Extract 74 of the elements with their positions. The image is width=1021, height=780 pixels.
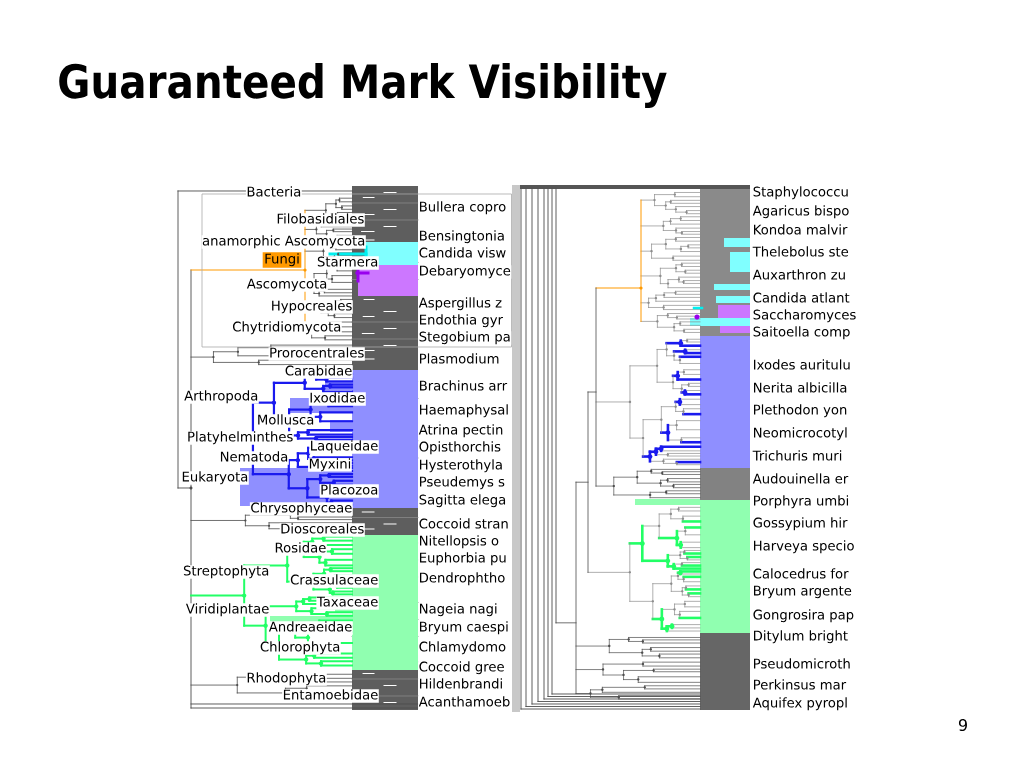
leaf-label: Hildenbrandi xyxy=(418,678,504,692)
leaf-label: Perkinsus mar xyxy=(752,679,847,693)
leaf-label: Saitoella comp xyxy=(752,326,851,340)
leaf-label: Ixodes auritulu xyxy=(752,359,852,373)
leaf-label: Aspergillus z xyxy=(418,297,503,311)
clade-label: Arthropoda xyxy=(183,390,259,404)
clade-label: Rhodophyta xyxy=(245,672,327,686)
leaf-label: Acanthamoeb xyxy=(418,696,511,710)
leaf-label: Endothia gyr xyxy=(418,314,504,328)
leaf-label: Ditylum bright xyxy=(752,630,849,644)
clade-label: Dioscoreales xyxy=(279,523,365,537)
clade-label: Filobasidiales xyxy=(275,213,365,227)
leaf-label: Hysterothyla xyxy=(418,459,504,473)
clade-label: Andreaeidae xyxy=(268,621,353,635)
leaf-label: Neomicrocotyl xyxy=(752,427,849,441)
page-number: 9 xyxy=(958,718,967,732)
clade-label: Viridiplantae xyxy=(185,603,270,617)
clade-label: Prorocentrales xyxy=(268,347,365,361)
leaf-label: Bensingtonia xyxy=(418,230,506,244)
leaf-label: Atrina pectin xyxy=(418,424,504,438)
leaf-label: Agaricus bispo xyxy=(752,205,850,219)
leaf-label: Nerita albicilla xyxy=(752,382,848,396)
clade-label: Bacteria xyxy=(245,186,302,200)
leaf-label: Haemaphysal xyxy=(418,404,510,418)
leaf-label: Coccoid stran xyxy=(418,518,510,532)
leaf-label: Candida atlant xyxy=(752,292,851,306)
leaf-label: Bryum argente xyxy=(752,585,853,599)
title: Guaranteed Mark Visibility xyxy=(59,63,667,108)
leaf-label: Bryum caespi xyxy=(418,621,510,635)
leaf-label: Plethodon yon xyxy=(752,404,848,418)
leaf-label: Staphylococcu xyxy=(752,186,850,200)
clade-label: Rosidae xyxy=(274,542,327,556)
clade-label: Entamoebidae xyxy=(282,689,379,703)
leaf-label: Stegobium pa xyxy=(418,331,512,345)
leaf-label: Nageia nagi xyxy=(418,603,499,617)
clade-label: Ascomycota xyxy=(246,278,328,292)
leaf-label: Kondoa malvir xyxy=(752,224,848,238)
leaf-label: Brachinus arr xyxy=(418,380,508,394)
leaf-label: Porphyra umbi xyxy=(752,495,850,509)
leaf-label: Pseudemys s xyxy=(418,476,506,490)
clade-label: anamorphic Ascomycota xyxy=(201,235,366,249)
leaf-label: Plasmodium xyxy=(418,353,500,367)
leaf-label: Sagitta elega xyxy=(418,494,507,508)
leaf-label: Dendrophtho xyxy=(418,572,506,586)
leaf-label: Audouinella er xyxy=(752,473,849,487)
leaf-label: Gossypium hir xyxy=(752,517,848,531)
leaf-label: Chlamydomo xyxy=(418,641,507,655)
leaf-label: Gongrosira pap xyxy=(752,609,855,623)
leaf-label: Euphorbia pu xyxy=(418,552,508,566)
leaf-label: Saccharomyces xyxy=(752,309,857,323)
leaf-label: Bullera copro xyxy=(418,201,507,215)
leaf-label: Auxarthron zu xyxy=(752,269,847,283)
leaf-label: Thelebolus ste xyxy=(752,246,850,260)
leaf-label: Opisthorchis xyxy=(418,441,502,455)
clade-label: Chlorophyta xyxy=(259,641,341,655)
clade-label: Starmera xyxy=(316,256,379,270)
leaf-label: Candida visw xyxy=(418,247,507,261)
clade-label: Streptophyta xyxy=(182,565,270,579)
leaf-label: Aquifex pyropl xyxy=(752,697,849,711)
leaf-label: Pseudomicroth xyxy=(752,658,852,672)
clade-label: Crassulaceae xyxy=(289,574,379,588)
leaf-label: Trichuris muri xyxy=(752,450,843,464)
leaf-label: Debaryomyce xyxy=(418,265,512,279)
clade-label: Chytridiomycota xyxy=(231,321,342,335)
clade-label: Chrysophyceae xyxy=(249,502,353,516)
clade-label: Hypocreales xyxy=(270,300,353,314)
highlighted-label: Fungi xyxy=(262,252,302,268)
clade-label: Taxaceae xyxy=(316,596,379,610)
leaf-label: Coccoid gree xyxy=(418,661,506,675)
clade-label: Carabidae xyxy=(284,365,353,379)
clade-label: Eukaryota xyxy=(181,471,249,485)
leaf-label: Nitellopsis o xyxy=(418,535,500,549)
leaf-label: Harveya specio xyxy=(752,540,856,554)
leaf-label: Calocedrus for xyxy=(752,568,850,582)
